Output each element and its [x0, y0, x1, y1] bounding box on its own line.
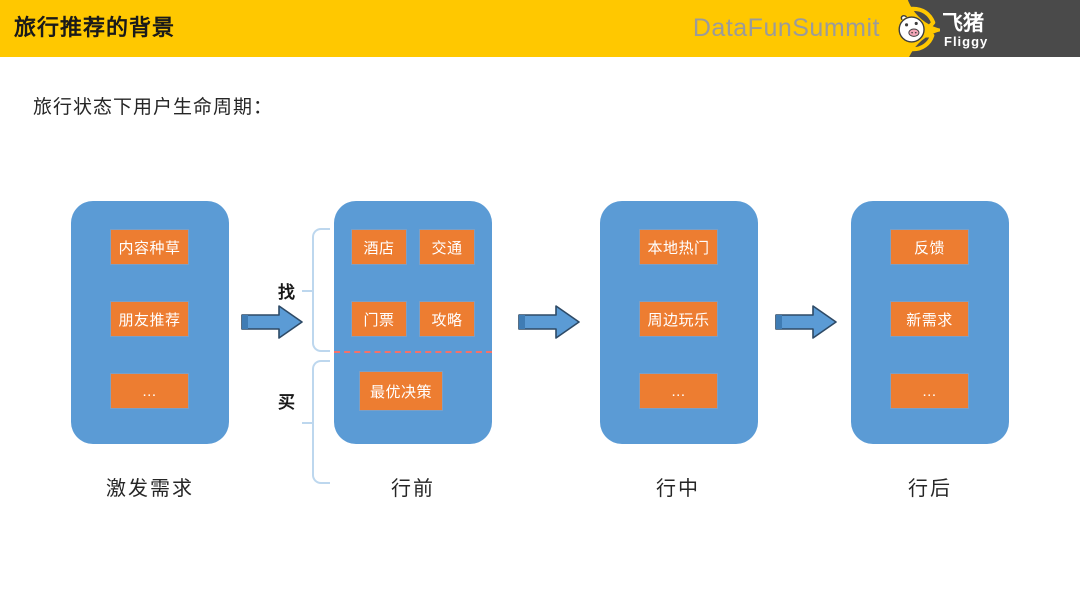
conference-brand: DataFunSummit: [692, 14, 880, 42]
stage-caption-4: 行后: [908, 478, 952, 500]
slide-header: 旅行推荐的背景 DataFunSummit 飞猪 Fliggy: [0, 0, 1080, 57]
arrow-right-icon-3: [775, 305, 837, 339]
chip-item: 周边玩乐: [639, 301, 718, 337]
group-brace-buy: [312, 360, 330, 484]
chip-item: 门票: [351, 301, 407, 337]
arrow-right-icon-2: [518, 305, 580, 339]
chip-item: 酒店: [351, 229, 407, 265]
chip-item: ...: [639, 373, 718, 409]
stage-box-1: 内容种草 朋友推荐 ...: [71, 201, 229, 444]
stage-box-2: 酒店 交通 门票 攻略 最优决策: [334, 201, 492, 444]
stage-box-4: 反馈 新需求 ...: [851, 201, 1009, 444]
chip-item: ...: [890, 373, 969, 409]
stage-box-3: 本地热门 周边玩乐 ...: [600, 201, 758, 444]
stage-caption-2: 行前: [391, 478, 435, 500]
chip-item: ...: [110, 373, 189, 409]
svg-text:Fliggy: Fliggy: [944, 34, 988, 49]
slide-subtitle: 旅行状态下用户生命周期：: [33, 97, 274, 118]
chip-item: 新需求: [890, 301, 969, 337]
fliggy-wordmark-icon: 飞猪 Fliggy: [942, 11, 988, 49]
stage-caption-3: 行中: [656, 478, 700, 500]
chip-item: 朋友推荐: [110, 301, 189, 337]
chip-item: 交通: [419, 229, 475, 265]
find-buy-separator: [334, 351, 492, 353]
arrow-right-icon-1: [241, 305, 303, 339]
group-label-buy: 买: [278, 393, 296, 412]
chip-item: 最优决策: [359, 371, 443, 411]
svg-text:飞猪: 飞猪: [942, 11, 984, 35]
chip-item: 攻略: [419, 301, 475, 337]
header-yellow-band: [0, 0, 940, 57]
fliggy-logo: 飞猪 Fliggy: [890, 6, 1070, 52]
chip-item: 内容种草: [110, 229, 189, 265]
chip-item: 本地热门: [639, 229, 718, 265]
chip-item: 反馈: [890, 229, 969, 265]
group-brace-find-tick: [302, 290, 312, 292]
group-label-find: 找: [278, 283, 296, 302]
group-brace-buy-tick: [302, 422, 312, 424]
page-title: 旅行推荐的背景: [14, 15, 176, 40]
stage-caption-1: 激发需求: [106, 478, 194, 500]
fliggy-pig-icon: [890, 6, 936, 52]
group-brace-find: [312, 228, 330, 352]
